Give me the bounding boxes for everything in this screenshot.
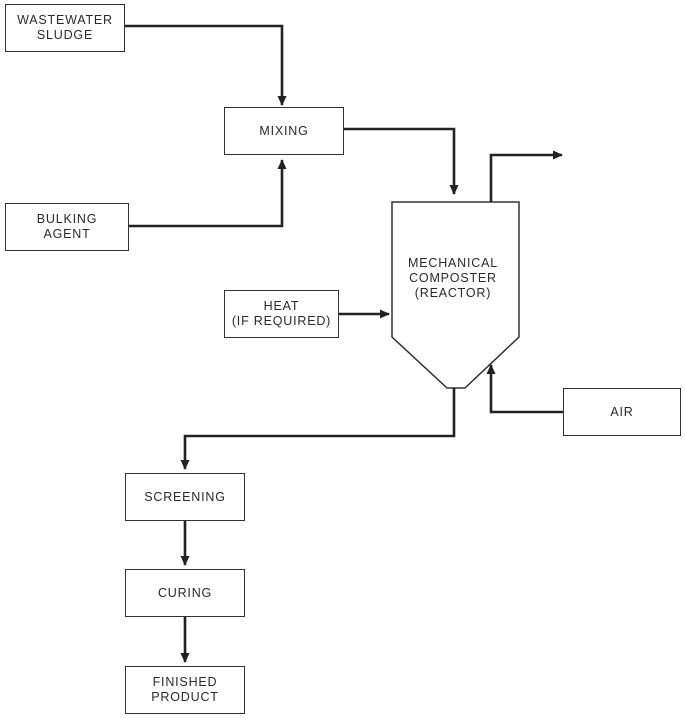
- mixing-label: MIXING: [259, 123, 309, 138]
- curing-label: CURING: [157, 585, 213, 600]
- reactor-label: MECHANICAL COMPOSTER (REACTOR): [408, 256, 498, 300]
- wastewater-sludge-label: WASTEWATER SLUDGE: [17, 13, 113, 42]
- arrow-reactor-to-screening: [180, 388, 456, 470]
- arrow-sludge-to-mixing: [125, 24, 287, 106]
- heat-label: HEAT (IF REQUIRED): [231, 299, 332, 328]
- air-box: AIR: [563, 388, 681, 436]
- arrow-mixing-to-reactor: [344, 127, 459, 195]
- screening-label: SCREENING: [144, 489, 226, 504]
- mixing-box: MIXING: [224, 107, 344, 155]
- finished-product-label: FINISHED PRODUCT: [151, 675, 219, 704]
- bulking-agent-box: BULKING AGENT: [5, 203, 129, 251]
- curing-box: CURING: [125, 569, 245, 617]
- arrow-reactor-exhaust: [489, 150, 563, 202]
- screening-box: SCREENING: [125, 473, 245, 521]
- air-label: AIR: [610, 404, 634, 419]
- finished-product-box: FINISHED PRODUCT: [125, 666, 245, 714]
- arrow-air-to-reactor: [486, 364, 563, 414]
- arrow-bulking-to-mixing: [129, 159, 287, 228]
- reactor-vessel: [391, 201, 520, 389]
- bulking-agent-label: BULKING AGENT: [36, 212, 98, 241]
- wastewater-sludge-box: WASTEWATER SLUDGE: [5, 4, 125, 52]
- heat-box: HEAT (IF REQUIRED): [224, 290, 339, 338]
